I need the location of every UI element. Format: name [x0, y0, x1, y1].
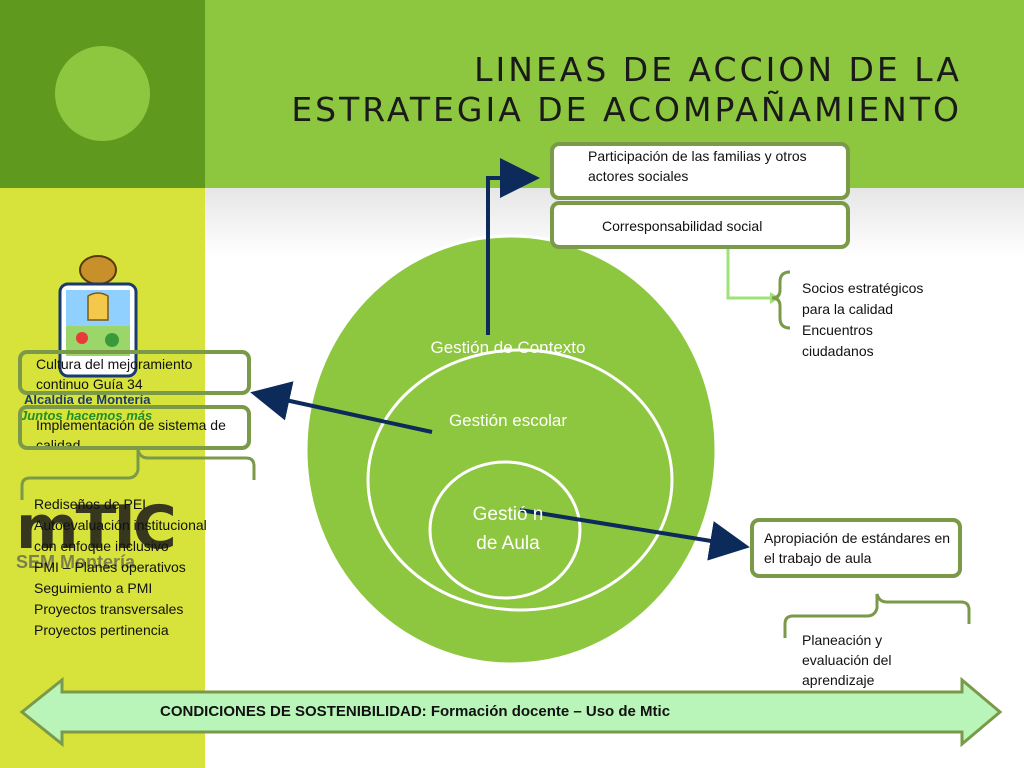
- alcaldia-crest-icon: [58, 255, 138, 378]
- right-actions-list: Planeación y evaluación del aprendizaje: [802, 630, 952, 690]
- box-implementacion-sistema: Implementación de sistema de calidad: [18, 405, 251, 450]
- label-gestion-contexto: Gestión de Contexto: [430, 338, 586, 357]
- box-cultura-mejoramiento: Cultura del mejoramiento continuo Guía 3…: [18, 350, 251, 395]
- tic-logo-subtitle: SEM Montería: [16, 552, 136, 572]
- left-list-item: con enfoque inclusivo: [34, 538, 169, 554]
- left-list-brace: [20, 449, 256, 500]
- right-list-brace: [783, 593, 971, 638]
- title-line-2: ESTRATEGIA DE ACOMPAÑAMIENTO: [291, 90, 962, 129]
- box-corresponsabilidad: Corresponsabilidad social: [550, 201, 850, 249]
- implementacion-text: Implementación de sistema de calidad: [36, 417, 226, 450]
- left-list-item: Rediseños de PEI: [34, 496, 147, 512]
- alcaldia-logo-text: Alcaldía de Montería: [24, 392, 151, 407]
- socios-bracket: [771, 270, 791, 330]
- title-line-1: LINEAS DE ACCION DE LA: [474, 50, 962, 89]
- slide-title: LINEAS DE ACCION DE LA ESTRATEGIA DE ACO…: [291, 50, 962, 130]
- socios-list: Socios estratégicos para la calidad Encu…: [802, 278, 982, 362]
- sustainability-label: CONDICIONES DE SOSTENIBILIDAD: Formación…: [160, 703, 671, 720]
- socios-item: Socios estratégicos: [802, 280, 924, 296]
- tic-logo-text: mTIC: [16, 493, 177, 563]
- apropiacion-text: Apropiación de estándares en el trabajo …: [764, 530, 951, 566]
- cultura-text: Cultura del mejoramiento continuo Guía 3…: [36, 356, 193, 392]
- left-list-item: Autoevaluación institucional: [34, 517, 207, 533]
- socios-item: Encuentros: [802, 322, 873, 338]
- box-participacion-familias: Participación de las familias y otros ac…: [550, 142, 850, 200]
- left-list-item: Proyectos transversales: [34, 601, 184, 617]
- left-list-item: Seguimiento a PMI: [34, 580, 153, 596]
- right-list-item: evaluación del: [802, 652, 892, 668]
- label-gestion-escolar: Gestión escolar: [448, 411, 568, 430]
- corresponsabilidad-text: Corresponsabilidad social: [602, 218, 763, 234]
- sustainability-double-arrow: [19, 676, 1003, 748]
- box-apropiacion-estandares: Apropiación de estándares en el trabajo …: [750, 518, 962, 578]
- arrow-aula-to-apropiacion: [519, 508, 750, 561]
- left-actions-list: Rediseños de PEI Autoevaluación instituc…: [34, 494, 264, 641]
- left-list-item: Proyectos pertinencia: [34, 622, 169, 638]
- decorative-circle: [55, 46, 150, 141]
- label-gestion-aula: Gestió n de Aula: [472, 504, 544, 554]
- arrow-contexto-to-participacion: [486, 158, 540, 335]
- ellipse-gestion-aula: [428, 460, 582, 600]
- left-list-item: PMI – Planes operativos: [34, 559, 186, 575]
- alcaldia-slogan: Juntos hacemos más: [20, 408, 153, 423]
- right-list-item: Planeación y: [802, 632, 883, 648]
- socios-item: para la calidad: [802, 301, 894, 317]
- socios-item: ciudadanos: [802, 343, 874, 359]
- arrow-escolar-to-cultura: [250, 381, 433, 434]
- connector-corresponsabilidad-to-socios: [726, 248, 770, 300]
- right-list-item: aprendizaje: [802, 672, 875, 688]
- participacion-text: Participación de las familias y otros ac…: [588, 148, 807, 184]
